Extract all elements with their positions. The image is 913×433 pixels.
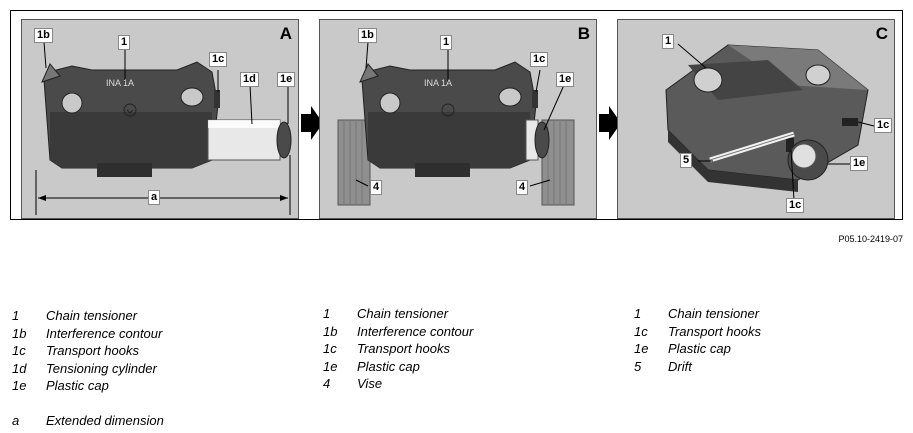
legend-code: 1: [634, 306, 642, 321]
legend-text: Interference contour: [46, 325, 163, 341]
callout-1e: 1e: [850, 156, 869, 171]
legend-code: a: [12, 413, 20, 428]
legend-item: 1e Plastic cap: [12, 378, 164, 396]
figure-id: P05.10-2419-07: [838, 234, 903, 244]
legend-item: a Extended dimension: [12, 413, 164, 431]
legend-text: Plastic cap: [668, 341, 731, 356]
legend-code: 1c: [12, 343, 26, 358]
arrow-a-to-b-icon: [301, 106, 323, 140]
legend-code: 1c: [634, 323, 648, 339]
callout-1c-bottom: 1c: [786, 198, 805, 213]
callout-1: 1: [440, 35, 453, 50]
legend-code: 4: [323, 376, 331, 391]
callout-1b: 1b: [358, 28, 377, 43]
legend-item: 1e Plastic cap: [634, 341, 761, 359]
tensioner-hook-release-drawing: [665, 43, 875, 201]
callout-4-right: 4: [516, 180, 529, 195]
callout-1c: 1c: [209, 52, 228, 67]
legend-text: Plastic cap: [357, 358, 420, 374]
housing-marking: INA 1A: [424, 78, 453, 88]
callout-1: 1: [118, 35, 131, 50]
callout-1c: 1c: [530, 52, 549, 67]
panel-b: INA 1A B 1b 1 1c 1e 4 4: [319, 19, 597, 219]
legend-spacer: [12, 396, 164, 414]
legend-item: 1c Transport hooks: [323, 341, 473, 359]
legend-item: 1c Transport hooks: [634, 324, 761, 342]
legend-item: 4 Vise: [323, 376, 473, 394]
legend-text: Interference contour: [357, 323, 474, 339]
legend-item: 1b Interference contour: [323, 324, 473, 342]
legend-item: 1e Plastic cap: [323, 359, 473, 377]
callout-1b: 1b: [34, 28, 53, 43]
legend-text: Chain tensioner: [46, 308, 138, 323]
tensioner-extended-drawing: [35, 41, 292, 215]
legend-code: 1e: [634, 341, 649, 356]
legend-item: 5 Drift: [634, 359, 761, 377]
legend-text: Plastic cap: [46, 378, 109, 393]
legend-text: Transport hooks: [357, 341, 450, 356]
legend-code: 1b: [323, 323, 338, 339]
legend-code: 1e: [12, 378, 27, 393]
legend-text: Chain tensioner: [668, 306, 760, 321]
legend-text: Tensioning cylinder: [46, 360, 157, 376]
panel-a-label: A: [279, 24, 292, 43]
legend-text: Drift: [668, 358, 692, 374]
callout-1e: 1e: [277, 72, 296, 87]
illustration-frame: INA 1A A 1b 1 1c 1d 1e a: [10, 10, 903, 220]
legend-item: 1d Tensioning cylinder: [12, 361, 164, 379]
callout-1e: 1e: [556, 72, 575, 87]
legend-code: 1: [323, 306, 331, 321]
arrow-b-to-c-icon: [599, 106, 621, 140]
legend-item: 1 Chain tensioner: [12, 308, 164, 326]
legend-text: Chain tensioner: [357, 306, 449, 321]
panel-c-label: C: [875, 24, 888, 43]
legend-code: 1: [12, 308, 20, 323]
legend-code: 1d: [12, 360, 27, 376]
callout-1: 1: [662, 34, 675, 49]
tensioner-in-vise-drawing: [337, 41, 575, 206]
legend-text: Transport hooks: [668, 323, 761, 339]
callout-1c-right: 1c: [874, 118, 893, 133]
callout-5: 5: [680, 153, 693, 168]
legend-item: 1c Transport hooks: [12, 343, 164, 361]
panel-c: C 1 1c 5 1e 1c: [617, 19, 895, 219]
legend-code: 5: [634, 358, 642, 374]
legend-item: 1 Chain tensioner: [323, 306, 473, 324]
legend-code: 1e: [323, 358, 338, 374]
callout-4-left: 4: [370, 180, 383, 195]
panel-b-label: B: [577, 24, 590, 43]
legend-item: 1b Interference contour: [12, 326, 164, 344]
legend-code: 1c: [323, 341, 337, 356]
legend-text: Vise: [357, 376, 383, 391]
callout-1d: 1d: [240, 72, 259, 87]
legend-code: 1b: [12, 325, 27, 341]
legend-column-3: 1 Chain tensioner 1c Transport hooks 1e Pla…: [634, 306, 761, 376]
legend-item: 1 Chain tensioner: [634, 306, 761, 324]
legend-text: Extended dimension: [46, 413, 164, 428]
housing-marking: INA 1A: [106, 78, 135, 88]
legend-text: Transport hooks: [46, 343, 139, 358]
panel-a: INA 1A A 1b 1 1c 1d 1e a: [21, 19, 299, 219]
callout-a: a: [148, 190, 161, 205]
